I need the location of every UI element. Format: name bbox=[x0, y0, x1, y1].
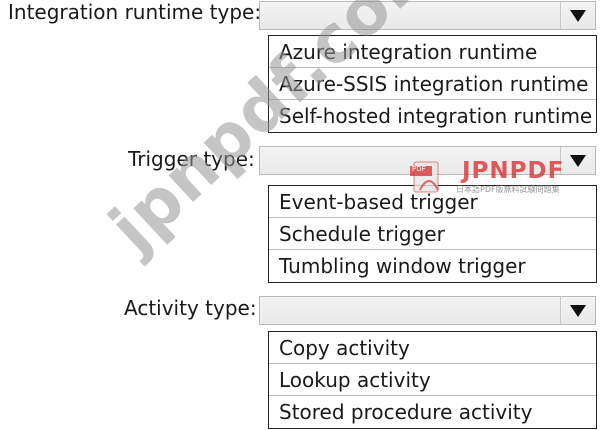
watermark-logo-subtitle: 日本語PDF版無料試験問題集 bbox=[456, 185, 560, 194]
chevron-down-icon[interactable] bbox=[560, 2, 595, 29]
option-lookup-activity[interactable]: Lookup activity bbox=[269, 364, 596, 396]
watermark-logo: PDF JPNPDF 日本語PDF版無料試験問題集 bbox=[410, 158, 563, 200]
activity-type-label: Activity type: bbox=[124, 296, 257, 320]
chevron-down-icon[interactable] bbox=[560, 147, 595, 174]
option-stored-procedure-activity[interactable]: Stored procedure activity bbox=[279, 400, 533, 424]
integration-runtime-type-options: Azure integration runtime Azure-SSIS int… bbox=[268, 35, 597, 133]
activity-type-options: Copy activity Lookup activity Stored pro… bbox=[268, 331, 597, 429]
option-schedule-trigger[interactable]: Schedule trigger bbox=[269, 218, 596, 250]
pdf-icon-label: PDF bbox=[412, 165, 426, 173]
option-event-based-trigger[interactable]: Event-based trigger bbox=[269, 186, 596, 218]
pdf-file-icon bbox=[410, 160, 454, 200]
option-azure-integration-runtime[interactable]: Azure integration runtime bbox=[269, 36, 596, 68]
activity-type-dropdown[interactable] bbox=[259, 296, 596, 325]
integration-runtime-type-label: Integration runtime type: bbox=[8, 0, 262, 24]
option-tumbling-window-trigger[interactable]: Tumbling window trigger bbox=[279, 254, 526, 278]
option-azure-ssis-integration-runtime[interactable]: Azure-SSIS integration runtime bbox=[269, 68, 596, 100]
integration-runtime-type-dropdown[interactable] bbox=[259, 1, 596, 30]
trigger-type-options: Event-based trigger Schedule trigger Tum… bbox=[268, 185, 597, 283]
chevron-down-icon[interactable] bbox=[560, 297, 595, 324]
trigger-type-label: Trigger type: bbox=[128, 147, 255, 171]
option-self-hosted-integration-runtime[interactable]: Self-hosted integration runtime bbox=[279, 104, 593, 128]
watermark-logo-text: JPNPDF bbox=[462, 158, 565, 184]
option-copy-activity[interactable]: Copy activity bbox=[269, 332, 596, 364]
